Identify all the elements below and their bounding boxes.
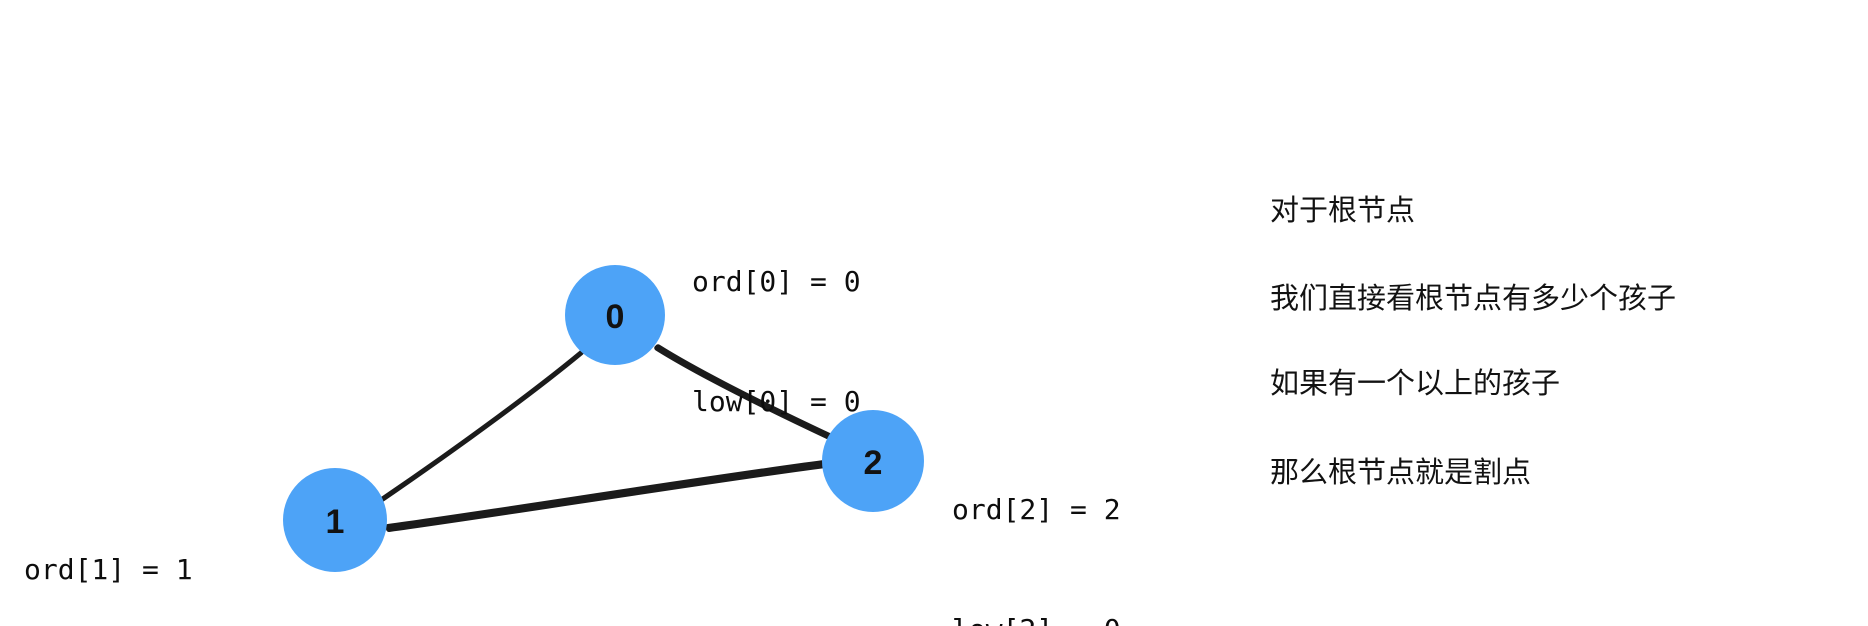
node-0-ord-text: ord[0] = 0 <box>692 265 861 298</box>
node-1-circle[interactable] <box>283 468 387 572</box>
node-2-circle[interactable] <box>822 410 924 512</box>
node-1-var-label: ord[1] = 1 low[1] = 0 <box>24 470 193 626</box>
node-1-label: 1 <box>326 503 345 541</box>
node-2[interactable]: 2 <box>822 410 924 512</box>
node-0-var-label: ord[0] = 0 low[0] = 0 <box>692 182 861 502</box>
node-0-label: 0 <box>606 298 625 336</box>
edge-group <box>377 344 835 532</box>
node-0-low-text: low[0] = 0 <box>692 385 861 418</box>
node-1[interactable]: 1 <box>283 468 387 572</box>
node-2-var-label: ord[2] = 2 low[2] = 0 <box>952 410 1121 626</box>
node-0[interactable]: 0 <box>565 265 665 365</box>
note-line-4: 那么根节点就是割点 <box>1270 455 1532 489</box>
note-line-3: 如果有一个以上的孩子 <box>1270 366 1561 400</box>
edge-0-2 <box>654 344 835 441</box>
note-line-1: 对于根节点 <box>1270 193 1416 227</box>
edge-1-2 <box>385 460 828 532</box>
note-line-2: 我们直接看根节点有多少个孩子 <box>1270 281 1677 315</box>
node-2-ord-text: ord[2] = 2 <box>952 493 1121 526</box>
node-1-ord-text: ord[1] = 1 <box>24 553 193 586</box>
node-2-low-text: low[2] = 0 <box>952 610 1121 626</box>
edge-0-1 <box>377 349 585 504</box>
node-2-label: 2 <box>864 444 883 482</box>
node-0-circle[interactable] <box>565 265 665 365</box>
